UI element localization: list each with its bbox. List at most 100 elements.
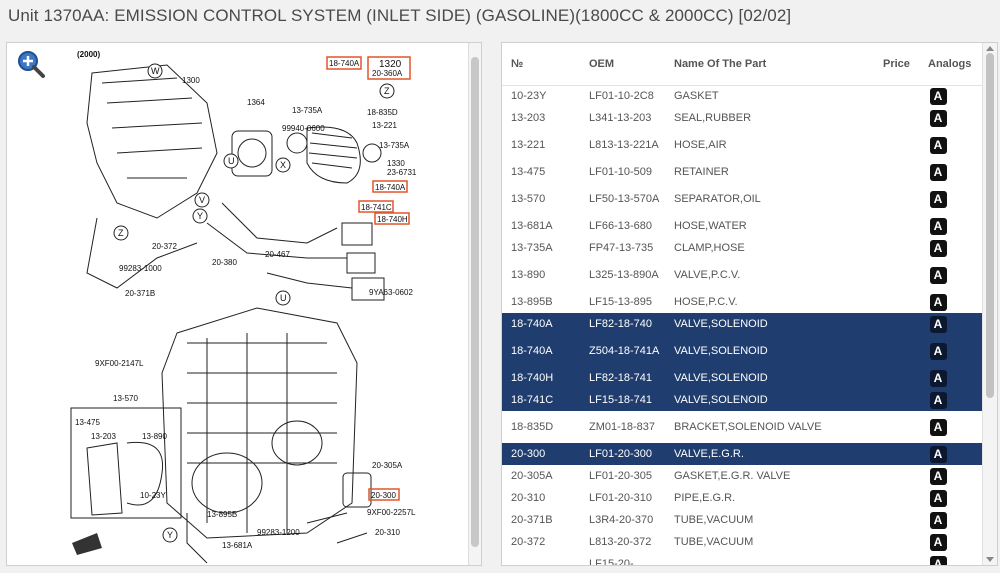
part-number: 18-740H (511, 372, 554, 384)
svg-text:20-360A: 20-360A (372, 69, 403, 78)
analogs-button[interactable]: A (929, 342, 947, 360)
svg-text:X: X (280, 160, 286, 170)
diagram-year-label: (2000) (77, 50, 100, 59)
analogs-button[interactable]: A (929, 136, 947, 154)
analogs-button[interactable]: A (929, 315, 947, 333)
parts-diagram[interactable]: (2000) 1300 1364 13-735A 99940-0600 18-8… (7, 43, 469, 566)
analogs-button[interactable]: A (929, 369, 947, 387)
analogs-button[interactable]: A (929, 109, 947, 127)
svg-text:99283-1000: 99283-1000 (119, 264, 162, 273)
table-scrollbar-thumb[interactable] (986, 53, 994, 398)
svg-text:9XF00-2147L: 9XF00-2147L (95, 359, 144, 368)
scroll-down-icon[interactable] (986, 557, 994, 562)
zoom-in-icon[interactable] (16, 49, 46, 79)
svg-text:1320: 1320 (379, 59, 402, 70)
svg-text:U: U (280, 293, 287, 303)
diagram-scrollbar[interactable] (468, 43, 481, 565)
part-name: VALVE,SOLENOID (674, 394, 768, 406)
svg-text:99940-0600: 99940-0600 (282, 124, 325, 133)
analogs-cell: A (929, 215, 947, 237)
part-name: GASKET,E.G.R. VALVE (674, 470, 791, 482)
analogs-button[interactable]: A (929, 511, 947, 529)
analogs-button[interactable]: A (929, 190, 947, 208)
diagram-scrollbar-thumb[interactable] (471, 57, 479, 547)
part-number: 18-740A (511, 345, 553, 357)
oem-number: FP47-13-735 (589, 242, 654, 254)
svg-text:Z: Z (384, 86, 390, 96)
parts-diagram-panel[interactable]: (2000) 1300 1364 13-735A 99940-0600 18-8… (6, 42, 482, 566)
analogs-cell: A (929, 389, 947, 411)
oem-number: LF82-18-740 (589, 318, 652, 330)
header-analogs: Analogs (928, 58, 972, 70)
part-number: 18-835D (511, 421, 554, 433)
analogs-button[interactable]: A (929, 266, 947, 284)
parts-table-panel: № OEM Name Of The Part Price Analogs 10-… (501, 42, 998, 566)
part-number: 20-371B (511, 514, 553, 526)
oem-number: LF01-10-509 (589, 166, 652, 178)
analogs-button[interactable]: A (929, 555, 947, 565)
part-number (511, 553, 581, 565)
analogs-button[interactable]: A (929, 87, 947, 105)
svg-text:1364: 1364 (247, 98, 265, 107)
svg-text:20-305A: 20-305A (372, 461, 403, 470)
part-name: CLAMP,HOSE (674, 242, 745, 254)
table-row[interactable]: 13-735A FP47-13-735 CLAMP,HOSE A (502, 237, 985, 259)
analogs-button[interactable]: A (929, 445, 947, 463)
analogs-button[interactable]: A (929, 293, 947, 311)
svg-text:10-23Y: 10-23Y (140, 491, 166, 500)
part-number: 13-221 (511, 139, 546, 151)
table-row[interactable]: LF15-20-A (502, 553, 985, 565)
table-scrollbar[interactable] (982, 43, 997, 565)
analogs-button[interactable]: A (929, 489, 947, 507)
svg-text:Z: Z (118, 228, 124, 238)
svg-text:18-835D: 18-835D (367, 108, 398, 117)
part-name: SEPARATOR,OIL (674, 193, 761, 205)
analogs-button[interactable]: A (929, 239, 947, 257)
analogs-button[interactable]: A (929, 467, 947, 485)
svg-text:U: U (228, 156, 235, 166)
part-number: 20-372 (511, 536, 546, 548)
oem-number: Z504-18-741A (589, 345, 660, 357)
svg-text:20-300: 20-300 (371, 491, 396, 500)
analogs-button[interactable]: A (929, 163, 947, 181)
table-header: № OEM Name Of The Part Price Analogs (502, 43, 985, 86)
scroll-up-icon[interactable] (986, 46, 994, 51)
svg-text:20-380: 20-380 (212, 258, 237, 267)
svg-text:W: W (151, 66, 160, 76)
oem-number: LF01-20-310 (589, 492, 652, 504)
part-number: 13-203 (511, 112, 546, 124)
svg-text:13-890: 13-890 (142, 432, 167, 441)
svg-text:1300: 1300 (182, 76, 200, 85)
analogs-button[interactable]: A (929, 418, 947, 436)
part-number: 13-735A (511, 242, 553, 254)
part-name: VALVE,SOLENOID (674, 372, 768, 384)
analogs-button[interactable]: A (929, 391, 947, 409)
analogs-button[interactable]: A (929, 533, 947, 551)
analogs-button[interactable]: A (929, 217, 947, 235)
svg-text:1330: 1330 (387, 159, 405, 168)
svg-text:18-740A: 18-740A (329, 59, 360, 68)
part-name: TUBE,VACUUM (674, 514, 754, 526)
analogs-cell: A (929, 85, 947, 107)
analogs-cell: A (929, 291, 947, 313)
oem-number: L813-20-372 (589, 536, 652, 548)
svg-text:20-371B: 20-371B (125, 289, 155, 298)
